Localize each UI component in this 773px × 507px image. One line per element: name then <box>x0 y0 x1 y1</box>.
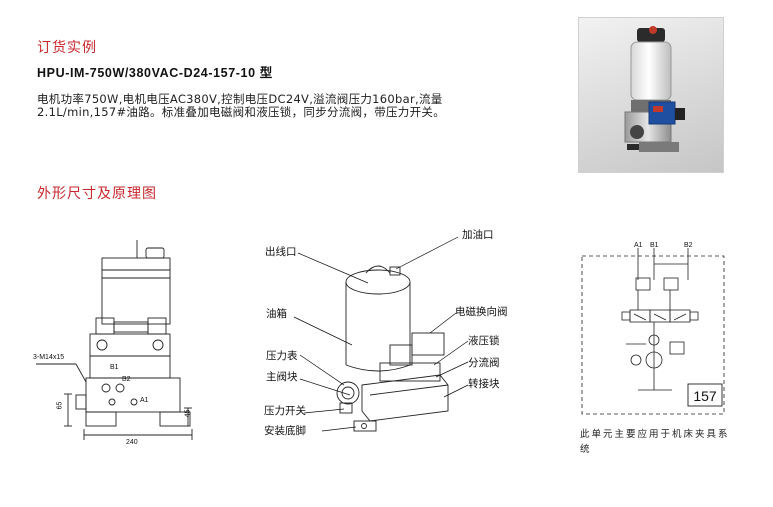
callout-cable-outlet: 出线口 <box>265 246 297 258</box>
width-dimension: 240 <box>126 439 138 446</box>
hydraulic-schematic <box>581 248 725 415</box>
callout-flow-divider: 分流阀 <box>468 357 500 369</box>
circuit-number-box <box>687 383 723 407</box>
height-dimension-65: 65 <box>56 401 64 410</box>
schematic-port-b1: B1 <box>650 242 659 249</box>
dimension-drawing <box>36 240 193 440</box>
callout-pressure-gauge: 压力表 <box>266 350 298 362</box>
power-unit-photo-illustration <box>624 26 685 152</box>
callout-hydraulic-lock: 液压锁 <box>468 335 500 347</box>
callout-solenoid-valve: 电磁换向阀 <box>455 306 508 318</box>
callout-adapter-block: 转接块 <box>468 378 500 390</box>
schematic-port-b2: B2 <box>684 242 693 249</box>
circuit-number: 157 <box>693 388 717 404</box>
order-example-title: 订货实例 <box>37 40 97 56</box>
callout-oil-tank: 油箱 <box>266 308 287 320</box>
drawing-port-b2: B2 <box>122 376 131 383</box>
callout-oil-filler: 加油口 <box>462 229 494 241</box>
callout-mounting-foot: 安装底脚 <box>264 425 306 437</box>
schematic-port-a1: A1 <box>634 242 643 249</box>
height-dimension-45: 45 <box>184 409 192 418</box>
product-photo <box>578 17 724 173</box>
dimensions-section-title: 外形尺寸及原理图 <box>37 186 157 202</box>
callout-pressure-switch: 压力开关 <box>264 405 306 417</box>
drawing-port-a1: A1 <box>140 397 149 404</box>
callout-main-block: 主阀块 <box>266 371 298 383</box>
model-number: HPU-IM-750W/380VAC-D24-157-10 型 <box>37 66 273 80</box>
drawing-port-b1: B1 <box>110 364 119 371</box>
isometric-drawing <box>293 236 469 432</box>
thread-dimension: 3-M14x15 <box>33 354 65 361</box>
order-description: 电机功率750W,电机电压AC380V,控制电压DC24V,溢流阀压力160ba… <box>37 92 445 119</box>
application-note: 此单元主要应用于机床夹具系统 <box>580 429 730 455</box>
